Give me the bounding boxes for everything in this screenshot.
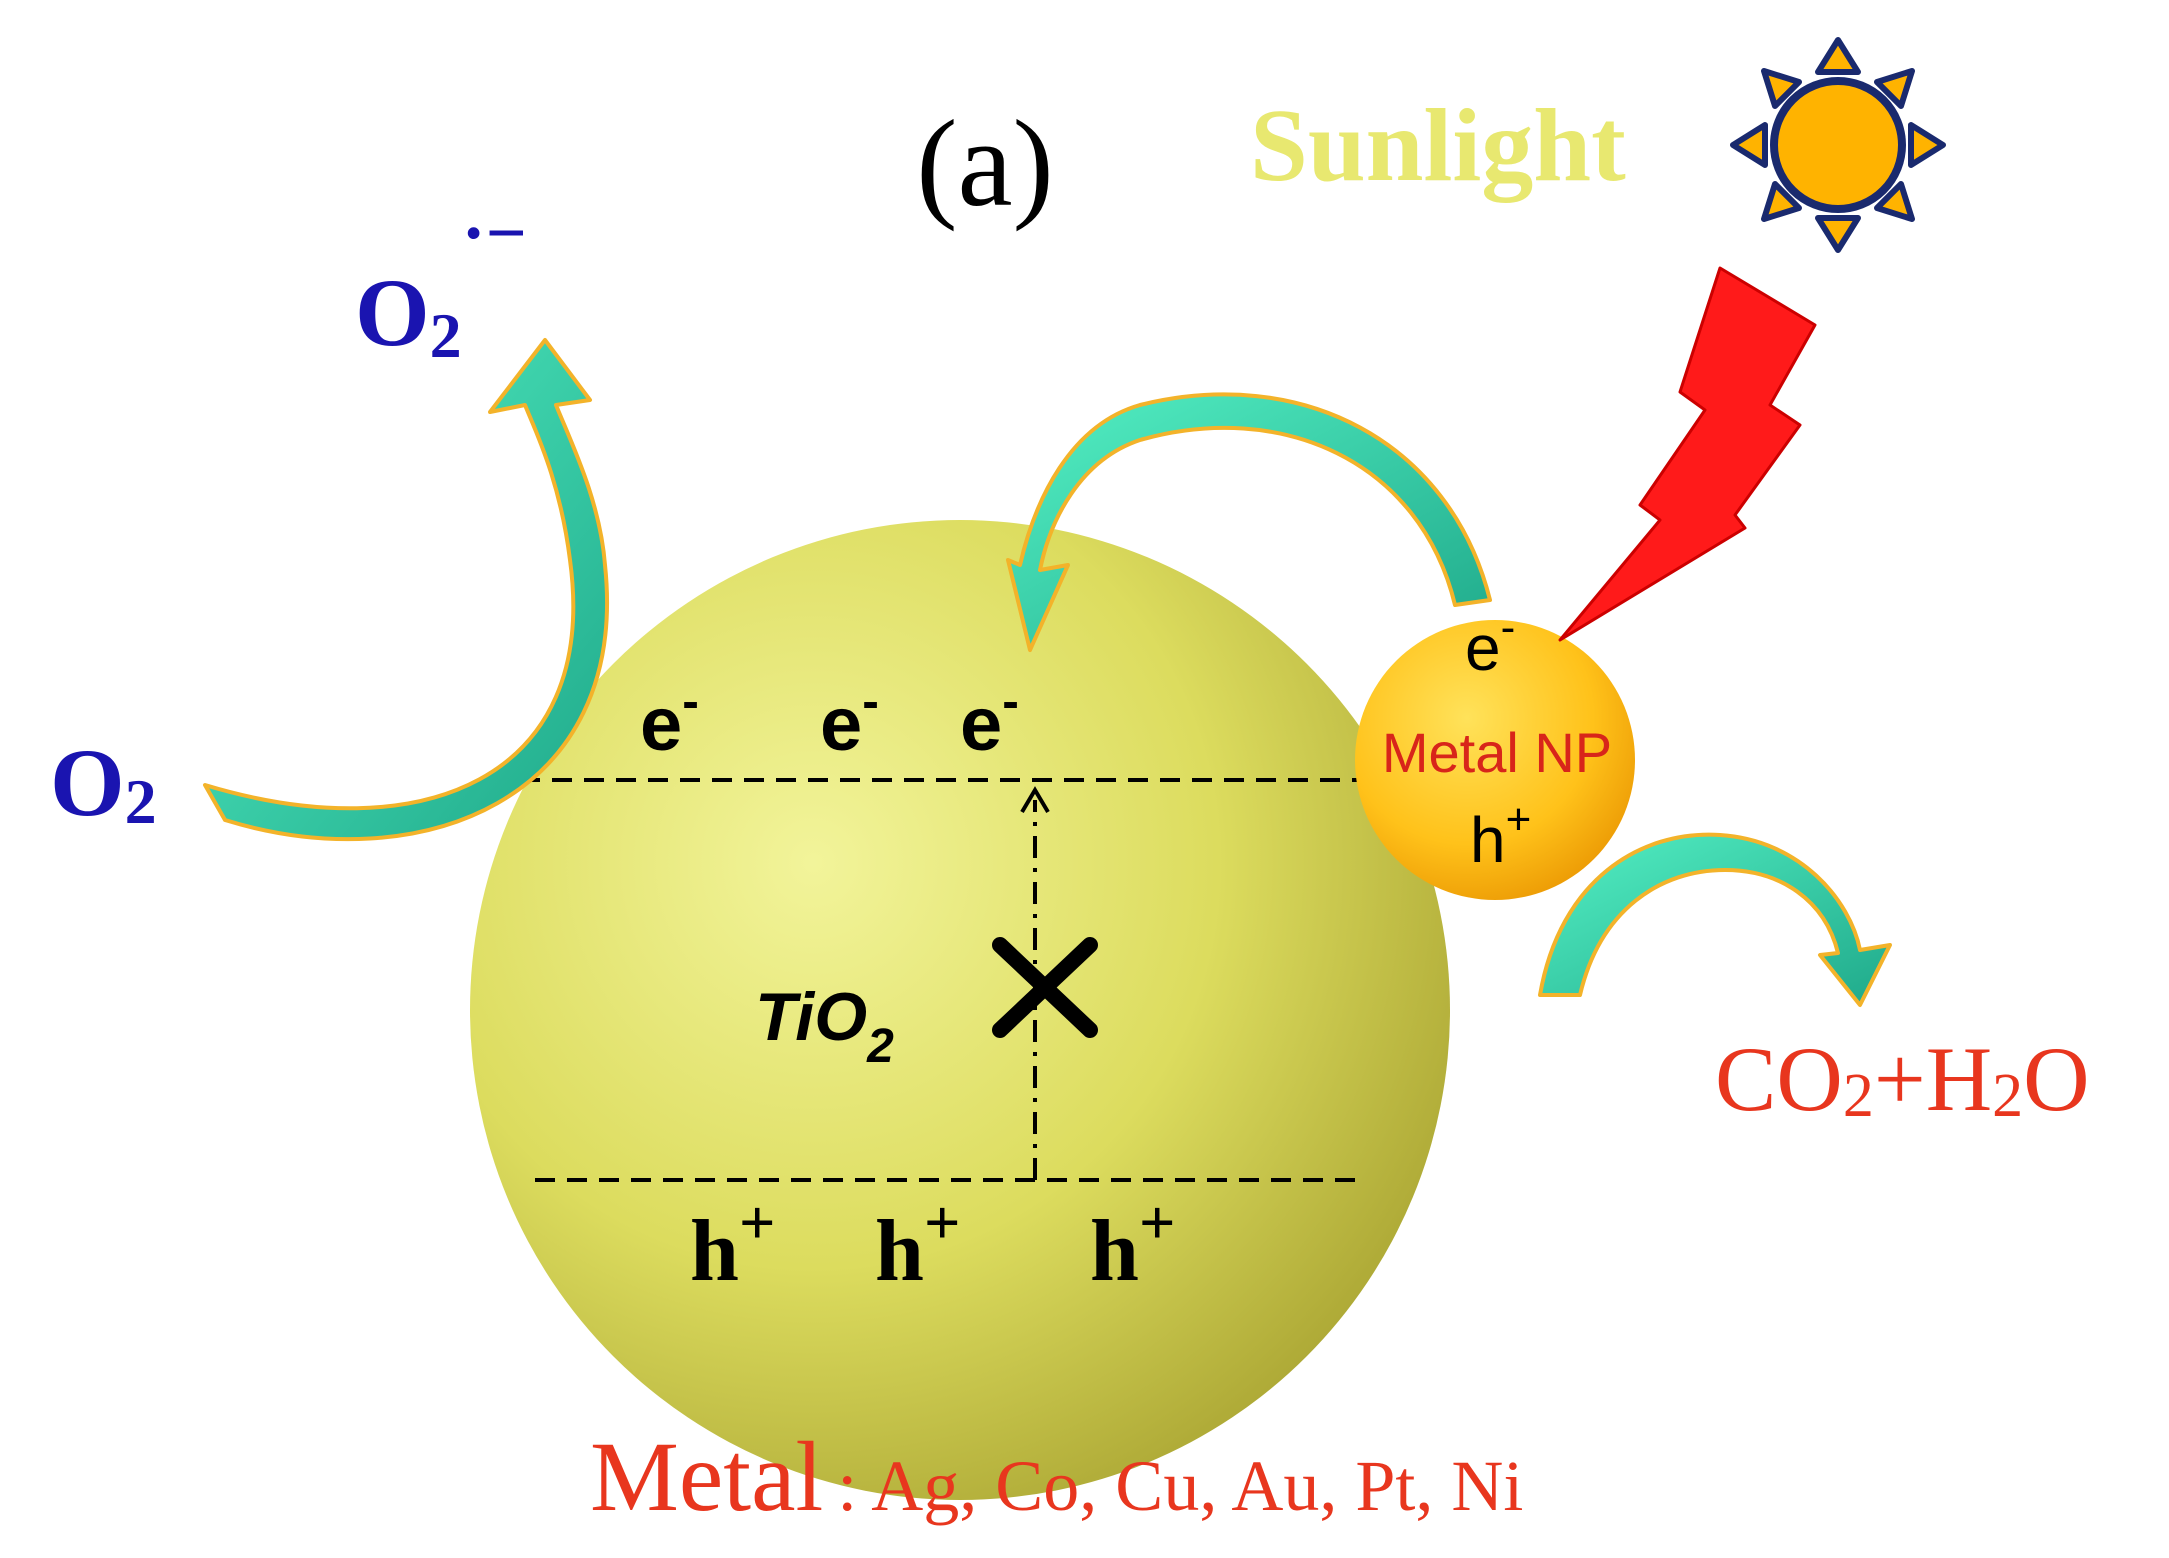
lightning-bolt-icon: [1558, 266, 1817, 642]
electron-1: e-: [640, 673, 699, 767]
metal-list-caption: Metal:Ag, Co, Cu, Au, Pt, Ni: [590, 1421, 1523, 1532]
metal-nanoparticle: e- Metal NP h+: [1355, 603, 1635, 900]
tio2-label: TiO2: [755, 979, 894, 1073]
superoxide-label: O2·−: [355, 193, 527, 371]
tio2-sphere: [470, 520, 1450, 1500]
hole-1: h+: [690, 1187, 775, 1300]
np-electron: e-: [1465, 603, 1515, 684]
sun-icon: [1730, 37, 1946, 253]
cross-icon: [992, 937, 1098, 1038]
electron-3: e-: [960, 673, 1019, 767]
tio2-electrons: e- e- e-: [640, 673, 1019, 767]
oxidation-arrow: [1538, 832, 1892, 1007]
np-hole: h+: [1470, 795, 1531, 876]
hole-2: h+: [875, 1187, 960, 1300]
oxygen-reduction-arrow: [203, 338, 609, 841]
products-label: CO2+H2O: [1715, 1028, 2090, 1130]
tio2-particle: [470, 520, 1450, 1500]
electron-transfer-arrow: [1006, 392, 1492, 652]
tio2-holes: h+ h+ h+: [690, 1187, 1175, 1300]
hole-3: h+: [1090, 1187, 1175, 1300]
blocked-transition: [992, 786, 1098, 1180]
electron-2: e-: [820, 673, 879, 767]
metal-np-label: Metal NP: [1382, 721, 1612, 784]
metal-np-sphere: [1355, 620, 1635, 900]
sunlight-label: Sunlight: [1250, 88, 1626, 203]
transition-arrowhead: [1020, 786, 1050, 814]
panel-label: (a): [916, 95, 1054, 232]
oxygen-label: O2: [50, 729, 157, 837]
